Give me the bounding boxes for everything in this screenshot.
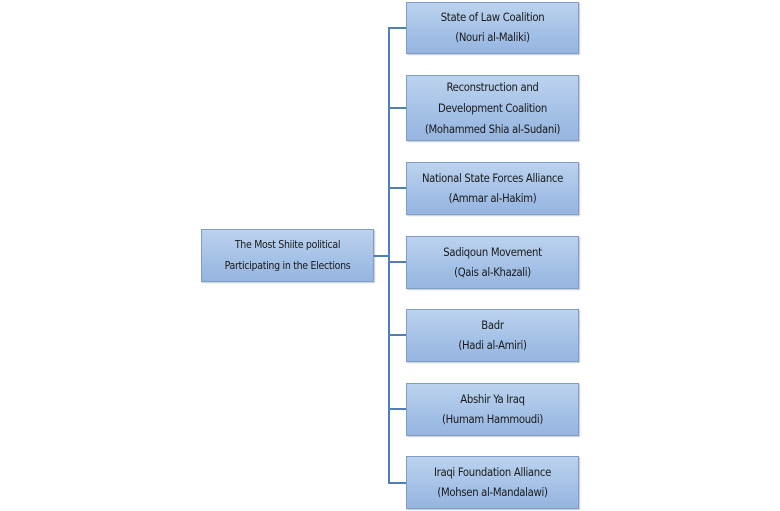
connector-root	[374, 255, 389, 257]
node-leader: (Hadi al-Amiri)	[458, 338, 527, 352]
node-leader: (Nouri al-Maliki)	[455, 31, 530, 44]
connector-branch	[388, 27, 406, 29]
connector-branch	[388, 107, 406, 109]
node-leader: (Qais al-Khazali)	[454, 265, 531, 279]
node-title: Sadiqoun Movement	[443, 245, 542, 259]
node-title: Reconstruction and	[446, 80, 539, 94]
node-leader: (Humam Hammoudi)	[441, 412, 544, 426]
node-title: National State Forces Alliance	[421, 171, 564, 185]
node-badr: Badr (Hadi al-Amiri)	[406, 309, 579, 362]
node-sadiqoun: Sadiqoun Movement (Qais al-Khazali)	[406, 236, 579, 289]
connector-branch	[388, 482, 406, 484]
root-node: The Most Shiite political Participating …	[201, 229, 374, 282]
node-state-of-law: State of Law Coalition (Nouri al-Maliki)	[406, 2, 579, 54]
node-title: Abshir Ya Iraq	[460, 392, 525, 406]
node-reconstruction-development: Reconstruction and Development Coalition…	[406, 75, 579, 141]
node-iraqi-foundation: Iraqi Foundation Alliance (Mohsen al-Man…	[406, 456, 579, 509]
node-title: State of Law Coalition	[440, 11, 545, 24]
node-title: Iraqi Foundation Alliance	[433, 465, 552, 479]
connector-trunk	[388, 27, 390, 484]
node-title: Development Coalition	[438, 101, 547, 115]
root-line: Participating in the Elections	[224, 259, 351, 272]
node-abshir-ya-iraq: Abshir Ya Iraq (Humam Hammoudi)	[406, 383, 579, 436]
node-national-state-forces: National State Forces Alliance (Ammar al…	[406, 162, 579, 215]
node-leader: (Mohsen al-Mandalawi)	[437, 485, 548, 499]
node-title: Badr	[481, 318, 504, 332]
root-line: The Most Shiite political	[234, 238, 341, 251]
connector-branch	[388, 408, 406, 410]
node-leader: (Ammar al-Hakim)	[448, 191, 537, 205]
node-leader: (Mohammed Shia al-Sudani)	[424, 122, 561, 136]
connector-branch	[388, 261, 406, 263]
connector-branch	[388, 187, 406, 189]
connector-branch	[388, 334, 406, 336]
